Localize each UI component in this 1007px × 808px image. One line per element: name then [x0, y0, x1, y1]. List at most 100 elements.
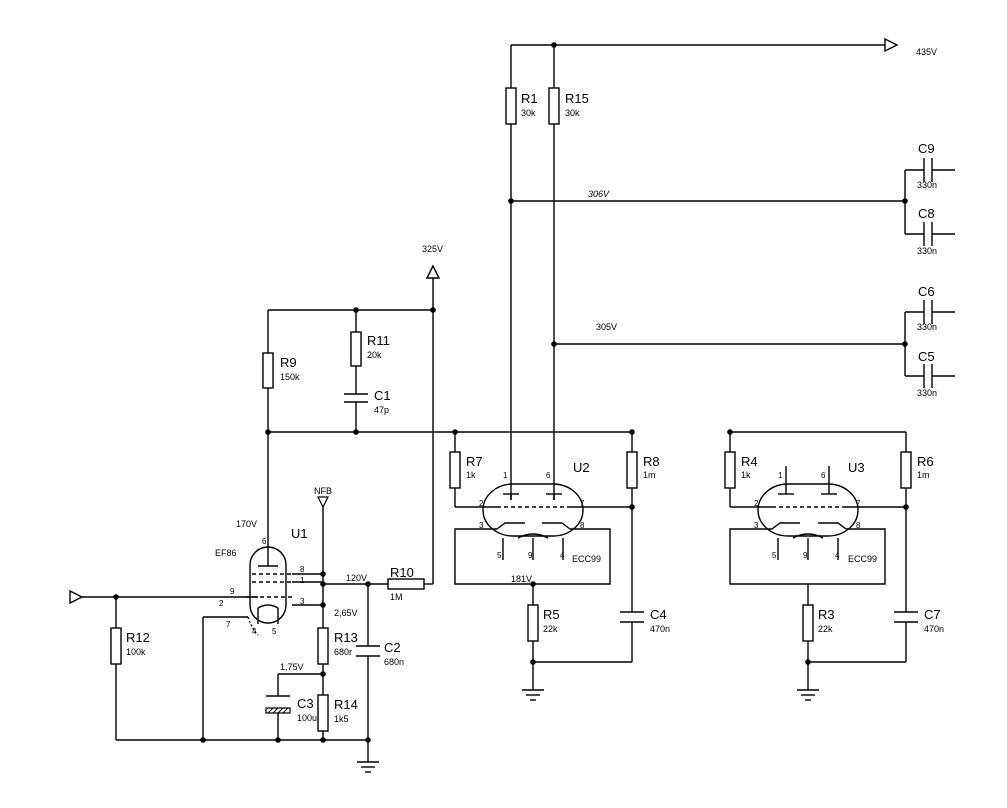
pin-label: 3 — [754, 521, 759, 530]
r3-value: 22k — [818, 624, 833, 634]
r10-value: 1M — [390, 592, 403, 602]
pin-label: 9 — [803, 551, 808, 560]
r15-name: R15 — [565, 91, 589, 106]
resistor-r1 — [505, 87, 517, 125]
resistor-r13 — [317, 627, 329, 665]
capacitor-c9 — [923, 158, 933, 182]
pin-label: 7 — [856, 499, 861, 508]
capacitor-c8 — [923, 222, 933, 246]
r12-value: 100k — [126, 647, 146, 657]
ground-symbols — [357, 689, 819, 773]
r4-value: 1k — [741, 470, 751, 480]
r6-value: 1m — [917, 470, 930, 480]
r11-name: R11 — [367, 333, 390, 348]
rail-305v-label: 305V — [596, 322, 617, 332]
c4-name: C4 — [650, 607, 667, 622]
resistor-r12 — [110, 627, 122, 665]
resistor-r10 — [387, 578, 425, 590]
capacitor-c5 — [923, 364, 933, 388]
pin-label: 5 — [772, 551, 777, 560]
pin-label: 9 — [230, 587, 235, 596]
rail-435v-arrow — [884, 37, 899, 53]
r1-name: R1 — [521, 91, 538, 106]
pin-label: 8 — [300, 565, 305, 574]
c1-name: C1 — [374, 388, 391, 403]
pin-label: 4 — [252, 627, 257, 636]
c3-name: C3 — [297, 696, 314, 711]
nfb-arrow — [317, 496, 329, 509]
pin-label: 5 — [497, 551, 502, 560]
c2-value: 680n — [384, 657, 404, 667]
r14-name: R14 — [334, 697, 358, 712]
capacitor-c4 — [620, 611, 644, 623]
c4-value: 470n — [650, 624, 670, 634]
resistors — [110, 87, 912, 732]
r13-value: 680r — [334, 647, 352, 657]
pin-label: 2 — [219, 599, 224, 608]
pin-label: 5 — [272, 627, 277, 636]
pin-label: 1 — [778, 471, 783, 480]
c9-value: 330n — [917, 180, 937, 190]
ground-icon — [522, 689, 544, 701]
c6-value: 330n — [917, 322, 937, 332]
r15-value: 30k — [565, 108, 580, 118]
r5-name: R5 — [543, 607, 560, 622]
pin-label: 4 — [560, 551, 565, 560]
node-120v: 120V — [346, 573, 367, 583]
resistor-r14 — [317, 694, 329, 732]
r13-name: R13 — [334, 630, 358, 645]
c7-name: C7 — [924, 607, 941, 622]
c5-name: C5 — [918, 349, 935, 364]
r12-name: R12 — [126, 630, 150, 645]
r4-name: R4 — [741, 454, 758, 469]
wires — [82, 37, 955, 762]
r5-value: 22k — [543, 624, 558, 634]
r6-name: R6 — [917, 454, 934, 469]
resistor-r9 — [262, 352, 274, 389]
c1-value: 47p — [374, 405, 389, 415]
input-arrow-icon — [69, 589, 84, 605]
u3-type: ECC99 — [848, 554, 877, 564]
pin-label: 8 — [580, 521, 585, 530]
resistor-r4 — [724, 451, 736, 489]
node-175v: 1,75V — [280, 662, 304, 672]
u3-name: U3 — [848, 460, 865, 475]
capacitor-c2 — [356, 645, 380, 657]
ground-icon — [357, 761, 379, 773]
pin-label: 9 — [528, 551, 533, 560]
capacitor-c3 — [265, 695, 291, 714]
node-265v: 2,65V — [334, 608, 358, 618]
resistor-r15 — [548, 87, 560, 125]
r14-value: 1k5 — [334, 714, 349, 724]
ground-icon — [797, 689, 819, 701]
u2-type: ECC99 — [572, 554, 601, 564]
capacitor-c7 — [894, 611, 918, 623]
pin-label: 6 — [262, 537, 267, 546]
resistor-r5 — [527, 604, 539, 642]
rail-325v-arrow — [425, 264, 441, 279]
pin-label: 7 — [580, 499, 585, 508]
node-170v: 170V — [236, 519, 257, 529]
labels: 435V 325V 306V 305V NFB 170V 120V 2,65V … — [126, 47, 944, 724]
resistor-r7 — [449, 451, 461, 489]
r7-value: 1k — [466, 470, 476, 480]
resistor-r3 — [802, 604, 814, 642]
r1-value: 30k — [521, 108, 536, 118]
r7-name: R7 — [466, 454, 483, 469]
tube-u3 — [757, 466, 859, 560]
c6-name: C6 — [918, 284, 935, 299]
pin-label: 4 — [835, 551, 840, 560]
u1-name: U1 — [291, 526, 308, 541]
pin-label: 8 — [856, 521, 861, 530]
r8-value: 1m — [643, 470, 656, 480]
r9-value: 150k — [280, 372, 300, 382]
resistor-r11 — [350, 331, 362, 367]
rail-306v-label: 306V — [588, 189, 610, 199]
c7-value: 470n — [924, 624, 944, 634]
tube-u1 — [246, 546, 292, 636]
u1-type: EF86 — [215, 548, 237, 558]
r10-name: R10 — [390, 565, 414, 580]
pin-label: 2 — [754, 499, 759, 508]
r3-name: R3 — [818, 607, 835, 622]
